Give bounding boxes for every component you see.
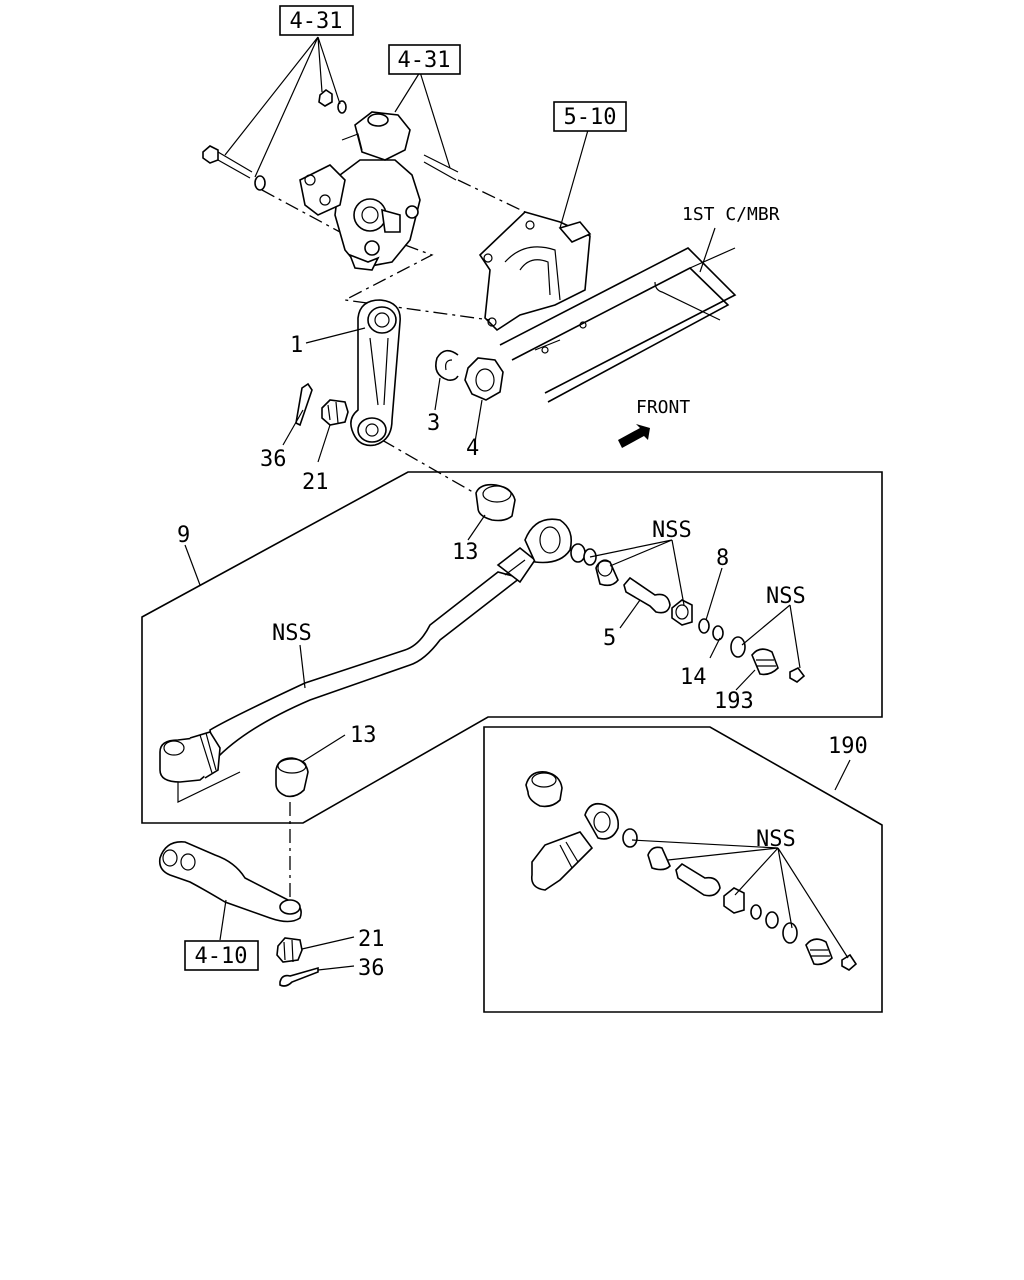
callout-21-upper: 21 xyxy=(302,470,329,495)
svg-text:4-10: 4-10 xyxy=(195,944,248,969)
pitman-arm xyxy=(350,299,401,447)
callout-nss-upper: NSS xyxy=(652,518,692,543)
callout-nss-kit: NSS xyxy=(756,827,796,852)
callout-14: 14 xyxy=(680,665,707,690)
lock-washer xyxy=(435,349,459,381)
drag-link-rod xyxy=(159,518,573,803)
leader-lines xyxy=(184,36,851,971)
mounting-bolts xyxy=(202,89,459,191)
callout-13-lower: 13 xyxy=(350,723,377,748)
callout-13-upper: 13 xyxy=(452,540,479,565)
end-kit-parts xyxy=(525,770,858,971)
callout-21-lower: 21 xyxy=(358,927,385,952)
nut xyxy=(464,357,504,401)
crossmember-label: 1ST C/MBR xyxy=(682,204,780,225)
callout-8: 8 xyxy=(716,546,729,571)
callout-190: 190 xyxy=(828,734,868,759)
callout-4: 4 xyxy=(466,436,479,461)
callout-36-upper: 36 xyxy=(260,447,287,472)
callout-nss-rod: NSS xyxy=(272,621,312,646)
dust-seal-upper xyxy=(475,483,516,522)
svg-text:4-31: 4-31 xyxy=(290,9,343,34)
castle-nut-lower xyxy=(276,937,303,963)
end-kit-frame xyxy=(483,726,883,1013)
cotter-pin-lower xyxy=(279,966,319,987)
svg-text:4-31: 4-31 xyxy=(398,48,451,73)
front-label: FRONT xyxy=(636,397,690,418)
drag-link-frame xyxy=(141,471,883,824)
callout-1: 1 xyxy=(290,333,303,358)
front-arrow xyxy=(618,424,650,448)
ref-box-gearbox-body: 4-31 xyxy=(388,44,461,75)
svg-text:5-10: 5-10 xyxy=(564,105,617,130)
alignment-lines xyxy=(261,179,526,905)
ref-box-gearbox-bolts: 4-31 xyxy=(279,5,354,36)
callout-5: 5 xyxy=(603,626,616,651)
callout-nss-right: NSS xyxy=(766,584,806,609)
idler-arm xyxy=(158,841,302,923)
frame-bracket xyxy=(478,211,592,332)
dust-seal-lower xyxy=(275,757,309,798)
callout-9: 9 xyxy=(177,523,190,548)
callout-193: 193 xyxy=(714,689,754,714)
callout-3: 3 xyxy=(427,411,440,436)
steering-gearbox xyxy=(299,111,421,271)
castle-nut-upper xyxy=(321,399,349,426)
ref-box-idler-arm: 4-10 xyxy=(184,940,259,971)
ref-box-frame-bracket: 5-10 xyxy=(553,101,627,132)
ball-joint-parts-upper xyxy=(570,543,806,683)
crossmember xyxy=(499,247,737,403)
callout-36-lower: 36 xyxy=(358,956,385,981)
